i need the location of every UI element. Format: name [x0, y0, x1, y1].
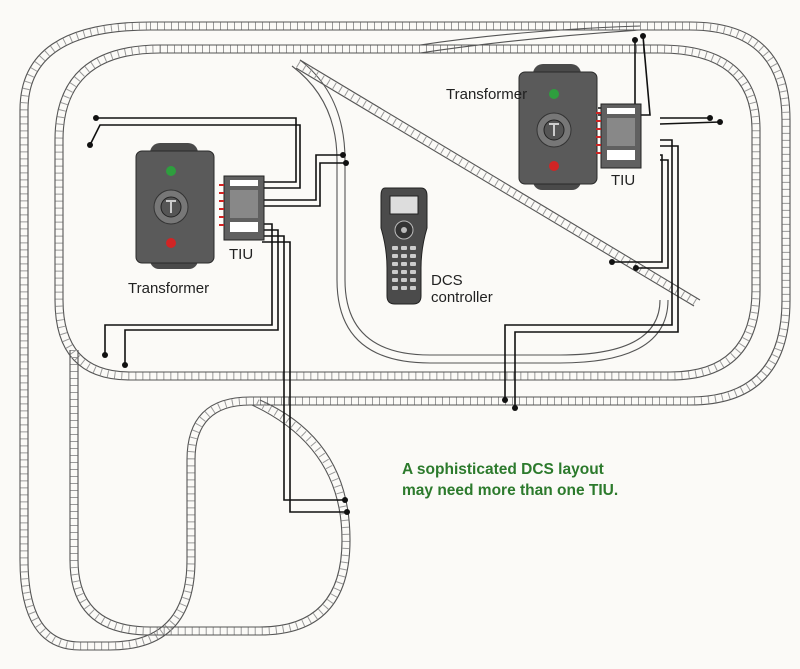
tiu-label-left: TIU	[229, 246, 254, 263]
outer-loop-track	[19, 21, 791, 651]
dcs-label-line2: controller	[431, 289, 493, 306]
tiu-icon	[219, 175, 265, 241]
crossover-track	[419, 25, 641, 54]
transformer-label-right: Transformer	[446, 86, 528, 103]
track-layout	[19, 21, 791, 651]
dcs-controller-label: DCS controller	[431, 272, 493, 306]
green-lamp-icon	[166, 166, 176, 176]
lower-loop-track	[69, 350, 351, 636]
transformer-icon	[518, 64, 598, 190]
diagonal-track	[295, 59, 701, 307]
transformer-icon	[135, 143, 215, 269]
tiu-label-right: TIU	[611, 172, 636, 189]
red-lamp-icon	[166, 238, 176, 248]
tiu-icon	[596, 103, 642, 169]
diagram-caption: A sophisticated DCS layout may need more…	[402, 459, 702, 501]
red-lamp-icon	[549, 161, 559, 171]
wire-connections	[87, 33, 723, 515]
caption-line2: may need more than one TIU.	[402, 482, 619, 499]
inner-loop-track	[54, 44, 761, 381]
wiring	[89, 35, 721, 513]
dcs-controller-icon	[380, 187, 428, 305]
transformer-label-left: Transformer	[128, 280, 210, 297]
dcs-label-line1: DCS	[431, 272, 463, 289]
caption-line1: A sophisticated DCS layout	[402, 461, 604, 478]
green-lamp-icon	[549, 89, 559, 99]
reverse-loop-track	[291, 59, 669, 364]
